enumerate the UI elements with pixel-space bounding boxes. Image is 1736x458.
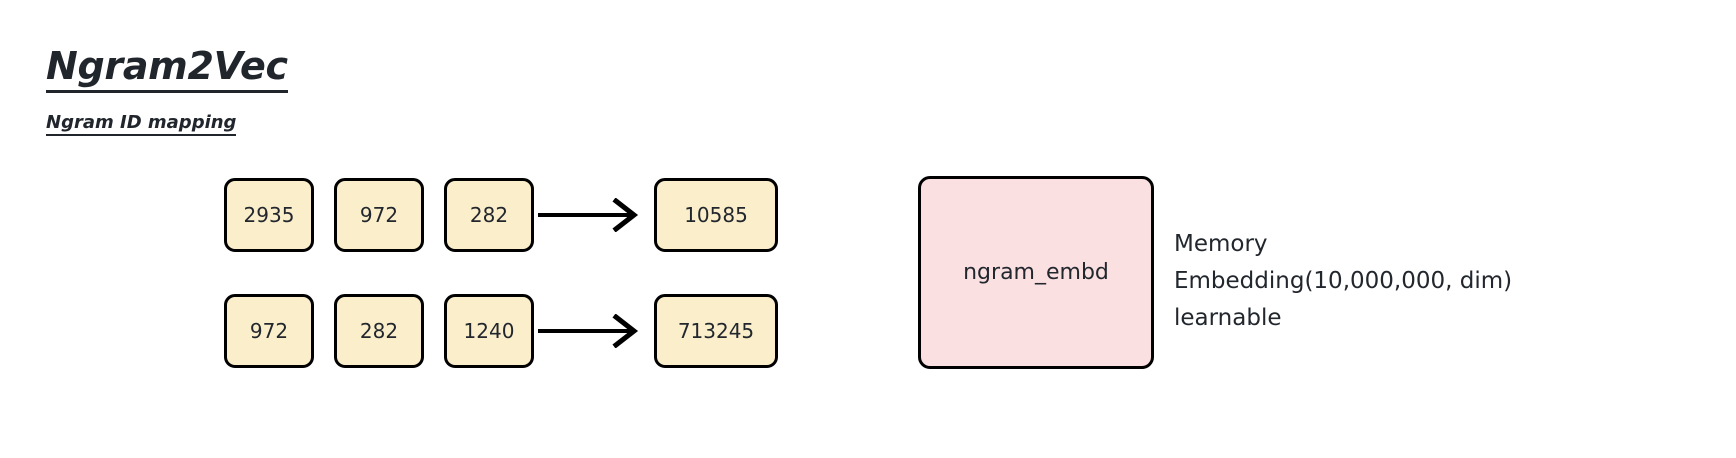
ngram-embedding-box: ngram_embd xyxy=(918,176,1154,369)
right-arrow-icon xyxy=(534,195,654,235)
ngram-embedding-label: ngram_embd xyxy=(963,260,1109,285)
page-subtitle: Ngram ID mapping xyxy=(46,112,237,136)
ngram-id-box: 972 xyxy=(224,294,314,368)
ngram-mapped-id-box: 713245 xyxy=(654,294,778,368)
subtitle-block: Ngram ID mapping xyxy=(46,112,237,136)
ngram-id-box: 2935 xyxy=(224,178,314,252)
ngram-mapped-id-box: 10585 xyxy=(654,178,778,252)
page-title: Ngram2Vec xyxy=(46,45,288,93)
ngram-id-box: 282 xyxy=(334,294,424,368)
ngram-id-box: 972 xyxy=(334,178,424,252)
ngram-id-box: 282 xyxy=(444,178,534,252)
memory-description: Memory Embedding(10,000,000, dim) learna… xyxy=(1174,226,1512,337)
ngram-flow-row: 972 282 1240 713245 xyxy=(224,294,778,368)
ngram-id-box: 1240 xyxy=(444,294,534,368)
memory-description-line: Embedding(10,000,000, dim) xyxy=(1174,268,1513,294)
memory-description-line: Memory xyxy=(1174,231,1268,257)
right-arrow-icon xyxy=(534,311,654,351)
memory-description-line: learnable xyxy=(1174,305,1282,331)
ngram-flow-row: 2935 972 282 10585 xyxy=(224,178,778,252)
title-block: Ngram2Vec xyxy=(46,45,288,93)
